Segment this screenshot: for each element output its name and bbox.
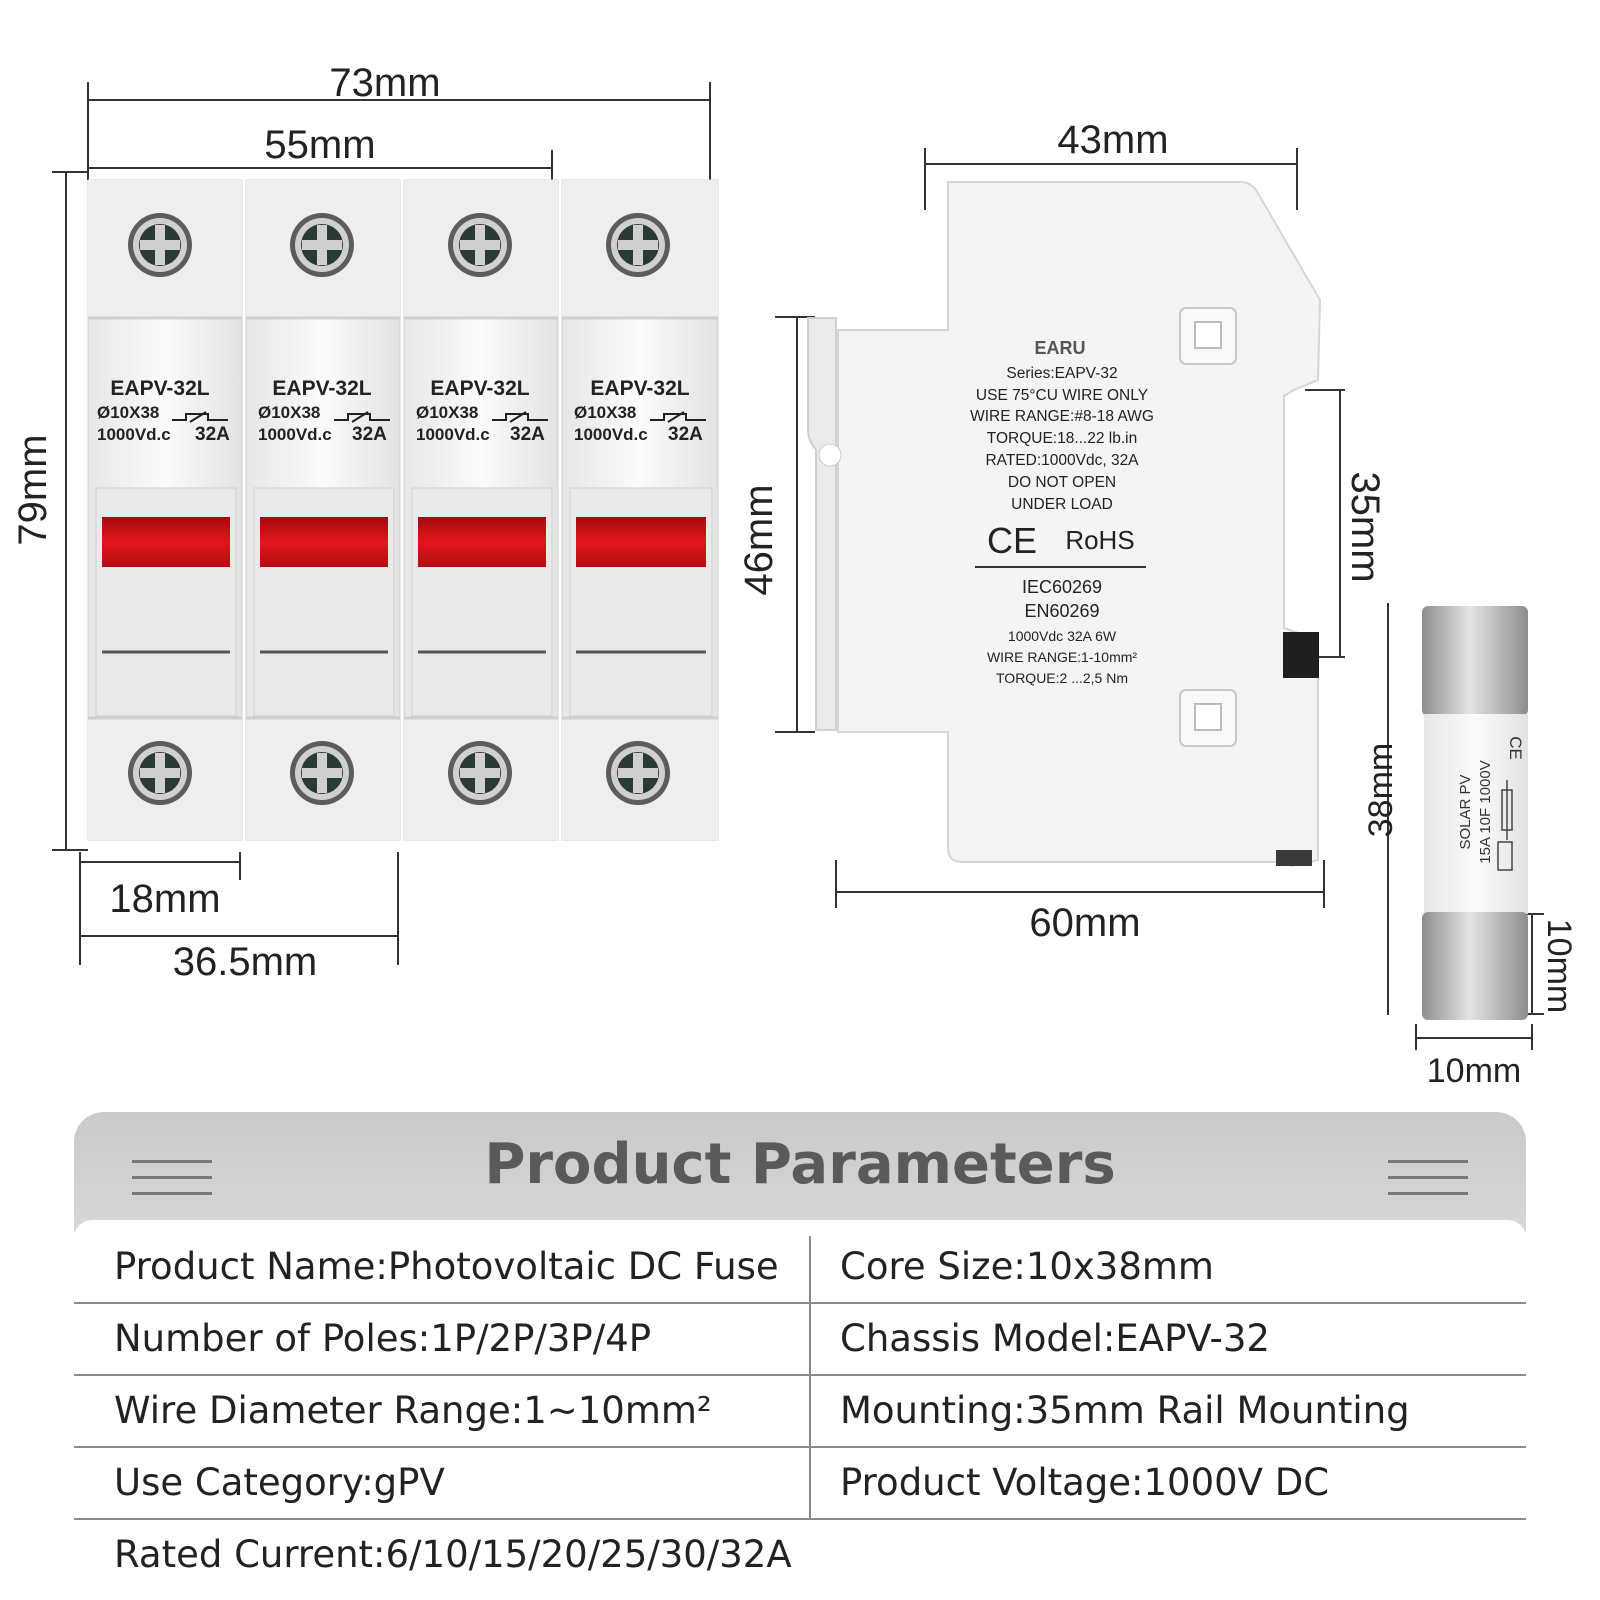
parameters-title: Product Parameters: [484, 1132, 1116, 1197]
side-view: 43mm 46mm 35mm 60mm EARU Series:EAPV-32 …: [737, 118, 1387, 945]
dim-46mm: 46mm: [737, 484, 781, 595]
table-row: Rated Current:6/10/15/20/25/30/32A: [74, 1520, 1526, 1590]
table-row: Number of Poles:1P/2P/3P/4P Chassis Mode…: [74, 1304, 1526, 1376]
fuse-label-line2: 15A 10F 1000V: [1477, 760, 1494, 863]
param-cell: Chassis Model:EAPV-32: [840, 1317, 1270, 1360]
pole-4-size: Ø10X38: [574, 403, 636, 422]
table-row: Use Category:gPV Product Voltage:1000V D…: [74, 1448, 1526, 1520]
dim-10mm-dia: 10mm: [1427, 1052, 1521, 1090]
pole-4: [561, 179, 719, 841]
rohs-mark: RoHS: [1065, 525, 1134, 555]
dim-38mm: 38mm: [1362, 743, 1400, 837]
pole-2-size: Ø10X38: [258, 403, 320, 422]
param-cell: Product Voltage:1000V DC: [840, 1461, 1330, 1504]
pole-4-current: 32A: [668, 424, 703, 445]
pole-3-size: Ø10X38: [416, 403, 478, 422]
pole-1-model: EAPV-32L: [110, 377, 209, 400]
column-divider: [809, 1236, 811, 1520]
param-cell: Product Name:Photovoltaic DC Fuse: [114, 1245, 779, 1288]
pole-2-model: EAPV-32L: [272, 377, 371, 400]
indicator-window: [260, 517, 388, 567]
param-cell: Use Category:gPV: [114, 1461, 445, 1504]
pole-2: [245, 179, 401, 841]
side-label: EARU Series:EAPV-32 USE 75°CU WIRE ONLY …: [970, 338, 1154, 686]
dim-43mm: 43mm: [1057, 118, 1168, 162]
pole-3-voltage: 1000Vd.c: [416, 425, 490, 444]
side-label-line: IEC60269: [1022, 577, 1102, 597]
dim-36-5mm: 36.5mm: [173, 940, 318, 984]
decor-lines-icon: [1388, 1160, 1468, 1195]
pole-2-voltage: 1000Vd.c: [258, 425, 332, 444]
side-label-line: TORQUE:2 ...2,5 Nm: [996, 670, 1128, 686]
fuse-cartridge: 38mm 10mm 10mm SOLAR PV 15A 10F 1000V CE: [1362, 603, 1578, 1090]
side-label-line: UNDER LOAD: [1011, 496, 1113, 513]
parameters-grid: Product Name:Photovoltaic DC Fuse Core S…: [74, 1232, 1526, 1590]
indicator-window: [418, 517, 546, 567]
side-label-line: DO NOT OPEN: [1008, 474, 1116, 491]
indicator-window: [102, 517, 230, 567]
fuse-element-icon: [1497, 841, 1513, 871]
decor-lines-icon: [132, 1160, 212, 1195]
indicator-window: [576, 517, 706, 567]
side-label-line: USE 75°CU WIRE ONLY: [976, 387, 1148, 404]
dim-35mm: 35mm: [1343, 471, 1387, 582]
pole-1: [87, 179, 243, 841]
pole-3: [403, 179, 559, 841]
param-cell: Rated Current:6/10/15/20/25/30/32A: [114, 1533, 792, 1576]
pole-1-voltage: 1000Vd.c: [97, 425, 171, 444]
dim-73mm: 73mm: [329, 61, 440, 105]
param-cell: Number of Poles:1P/2P/3P/4P: [114, 1317, 652, 1360]
dim-79mm: 79mm: [11, 434, 55, 545]
pole-2-current: 32A: [352, 424, 387, 445]
side-label-line: Series:EAPV-32: [1006, 365, 1117, 382]
dim-60mm: 60mm: [1029, 901, 1140, 945]
product-drawing: 73mm 55mm 79mm 18mm 36.5mm: [11, 61, 1578, 1090]
parameters-header: Product Parameters: [74, 1112, 1526, 1232]
pole-4-voltage: 1000Vd.c: [574, 425, 648, 444]
side-label-line: EN60269: [1024, 601, 1099, 621]
side-label-line: WIRE RANGE:#8-18 AWG: [970, 408, 1154, 425]
param-cell: Wire Diameter Range:1~10mm²: [114, 1389, 712, 1432]
pole-1-current: 32A: [195, 424, 230, 445]
table-row: Wire Diameter Range:1~10mm² Mounting:35m…: [74, 1376, 1526, 1448]
fuse-symbol-icon: [172, 411, 706, 423]
dim-18mm: 18mm: [109, 877, 220, 921]
param-cell: Mounting:35mm Rail Mounting: [840, 1389, 1410, 1432]
side-label-line: 1000Vdc 32A 6W: [1008, 628, 1117, 644]
front-view: 73mm 55mm 79mm 18mm 36.5mm: [11, 61, 719, 984]
product-parameters-table: Product Parameters Product Name:Photovol…: [74, 1112, 1526, 1592]
fuse-label-line1: SOLAR PV: [1457, 774, 1474, 849]
dim-55mm: 55mm: [264, 123, 375, 167]
param-cell: Core Size:10x38mm: [840, 1245, 1214, 1288]
fuse-ce-icon: CE: [1506, 736, 1525, 760]
pole-1-size: Ø10X38: [97, 403, 159, 422]
brand-label: EARU: [1034, 338, 1085, 358]
fuse-diode-icon: [1501, 780, 1513, 840]
dim-10mm-cap: 10mm: [1540, 919, 1578, 1013]
pole-3-current: 32A: [510, 424, 545, 445]
ce-mark-icon: CE: [987, 520, 1037, 561]
side-label-line: WIRE RANGE:1-10mm²: [987, 649, 1137, 665]
pole-4-model: EAPV-32L: [590, 377, 689, 400]
side-label-line: TORQUE:18...22 lb.in: [987, 430, 1137, 447]
table-row: Product Name:Photovoltaic DC Fuse Core S…: [74, 1232, 1526, 1304]
pole-3-model: EAPV-32L: [430, 377, 529, 400]
side-label-line: RATED:1000Vdc, 32A: [985, 452, 1139, 469]
